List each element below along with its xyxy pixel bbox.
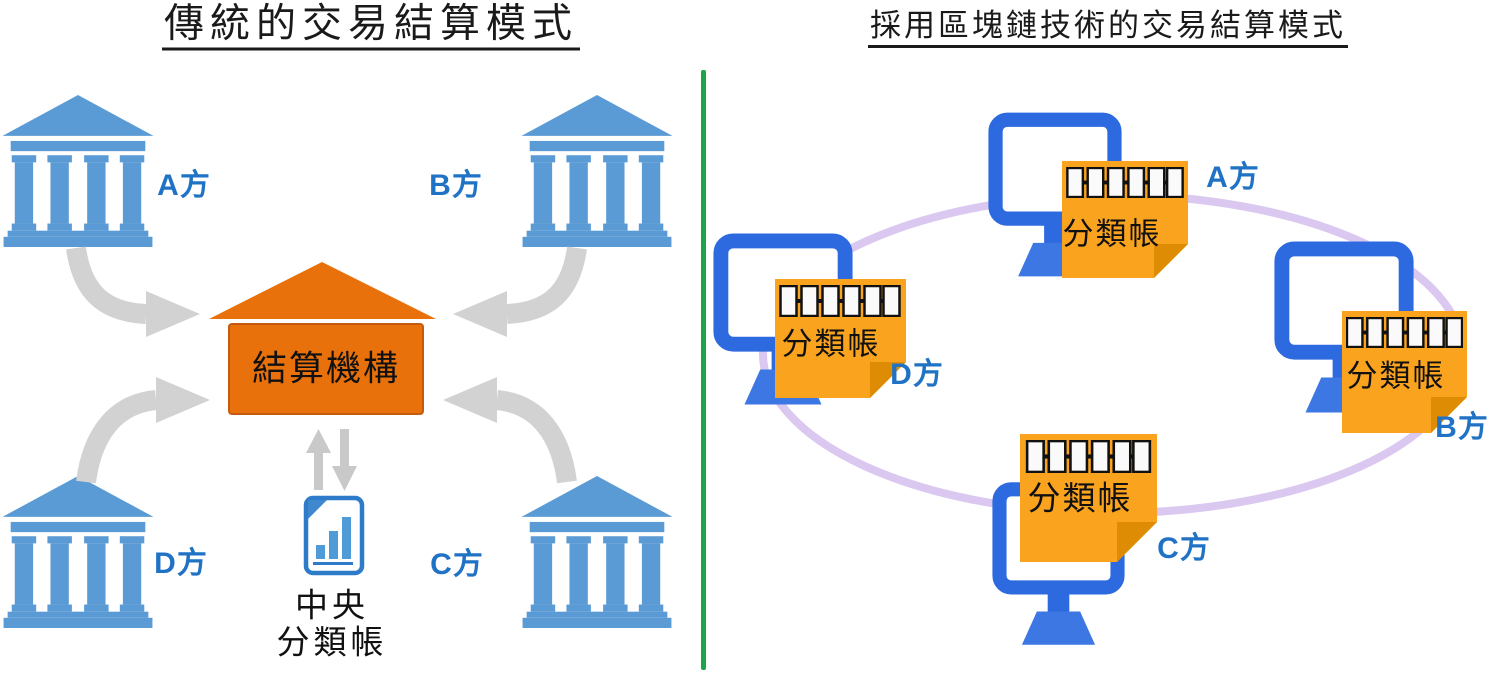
ledger-note-c bbox=[1020, 434, 1157, 562]
bar-chart-icon bbox=[316, 517, 351, 559]
party-label-a-left: A方 bbox=[157, 169, 211, 202]
ledger-note-a bbox=[1062, 161, 1188, 278]
party-label-d-left: D方 bbox=[154, 547, 208, 580]
arrow-tails bbox=[66, 246, 587, 484]
party-label-c-right: C方 bbox=[1157, 532, 1211, 565]
bank-icon-d bbox=[2, 476, 154, 628]
ledger-note-b bbox=[1342, 311, 1467, 433]
party-label-a-right: A方 bbox=[1206, 161, 1260, 194]
divider-line bbox=[701, 70, 706, 670]
clearing-house-icon bbox=[209, 262, 436, 415]
bank-icon-b bbox=[521, 95, 673, 247]
note-fold-d bbox=[870, 362, 906, 398]
note-fold-c bbox=[1117, 522, 1157, 562]
ledger-label-b: 分類帳 bbox=[1346, 358, 1446, 394]
central-ledger-document-icon bbox=[303, 495, 365, 576]
ledger-label-d: 分類帳 bbox=[781, 326, 881, 362]
arrowhead-b-icon bbox=[453, 291, 507, 337]
note-fold-a bbox=[1154, 244, 1188, 278]
bank-icon-c bbox=[521, 476, 673, 628]
ledger-note-d bbox=[775, 279, 906, 398]
party-label-b-left: B方 bbox=[429, 169, 483, 202]
bank-icon-a bbox=[2, 95, 154, 247]
ledger-label-a: 分類帳 bbox=[1062, 216, 1162, 252]
arrow-a-to-hub bbox=[66, 246, 147, 324]
clearing-house-label: 結算機構 bbox=[251, 349, 401, 389]
central-ledger-caption-line1: 中央 bbox=[295, 588, 369, 625]
sync-arrows-icon bbox=[306, 429, 357, 491]
central-ledger-caption-line2: 分類帳 bbox=[276, 625, 388, 662]
note-fold-b bbox=[1431, 397, 1467, 433]
arrow-b-to-hub bbox=[506, 246, 587, 324]
arrowhead-d-icon bbox=[156, 377, 210, 423]
arrowhead-a-icon bbox=[146, 291, 200, 337]
ledger-label-c: 分類帳 bbox=[1027, 481, 1133, 518]
page-fold bbox=[308, 500, 327, 519]
arrow-d-to-hub bbox=[76, 390, 158, 484]
house-body bbox=[228, 323, 424, 415]
right-panel-title: 採用區塊鏈技術的交易結算模式 bbox=[868, 10, 1348, 48]
left-panel-title: 傳統的交易結算模式 bbox=[162, 3, 580, 51]
arrow-heads bbox=[146, 291, 507, 423]
house-roof bbox=[209, 262, 436, 319]
party-label-d-right: D方 bbox=[890, 358, 944, 391]
party-label-b-right: B方 bbox=[1435, 411, 1489, 444]
party-label-c-left: C方 bbox=[430, 548, 484, 581]
arrowhead-c-icon bbox=[443, 377, 497, 423]
arrow-c-to-hub bbox=[495, 390, 577, 484]
